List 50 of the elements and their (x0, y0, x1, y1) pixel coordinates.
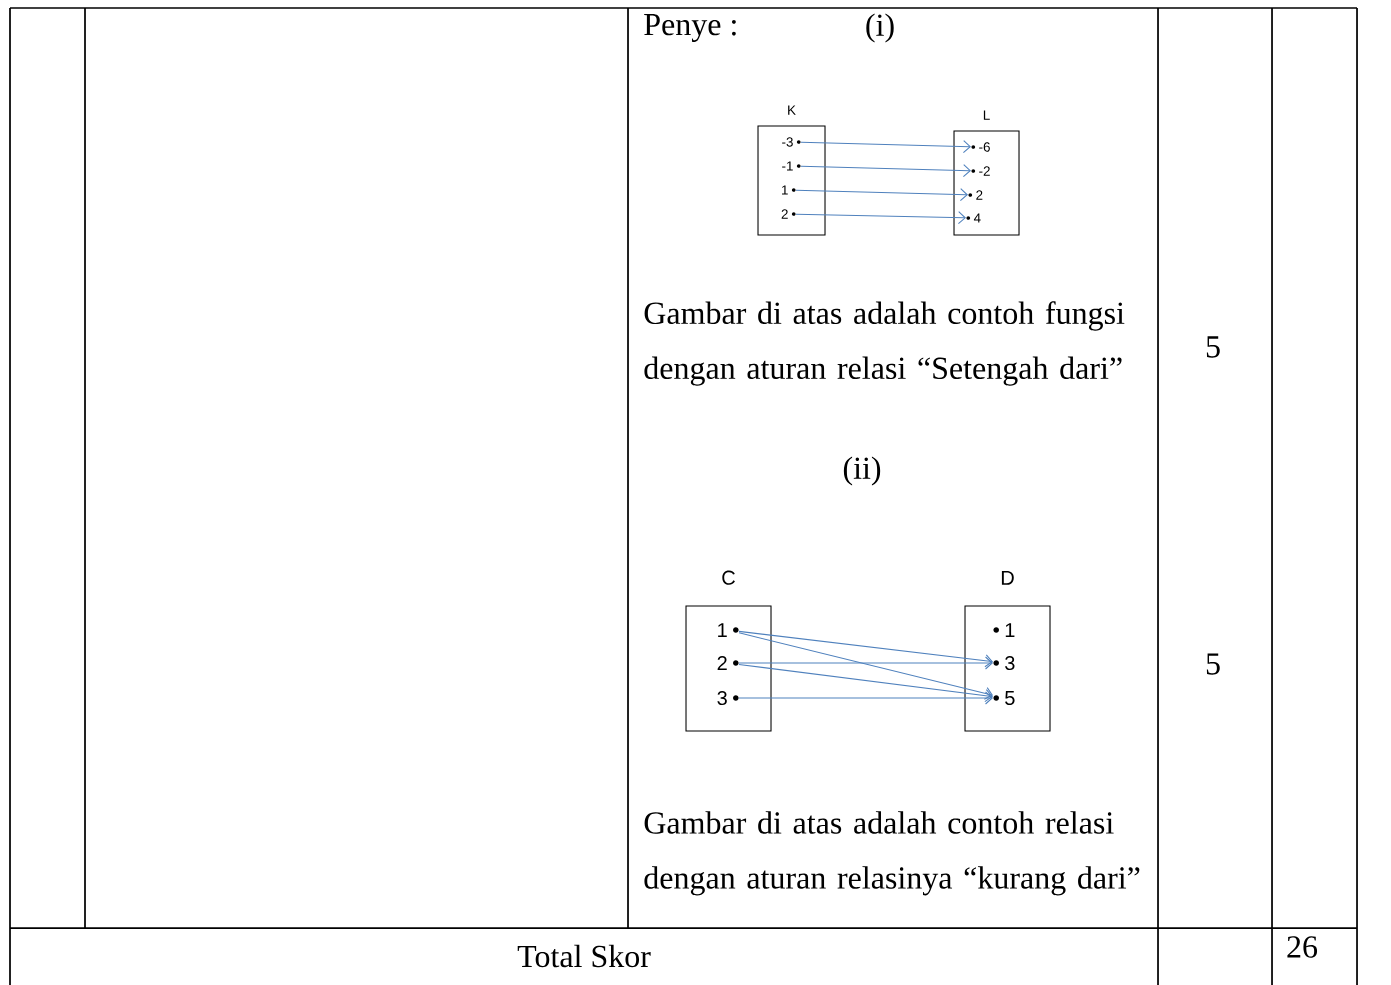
node-label: L (983, 110, 990, 120)
set-element: 3 (717, 690, 739, 706)
node-label: C (722, 570, 735, 585)
node-label: -1 (782, 161, 793, 171)
set-element: 1 (782, 185, 796, 195)
set-element: 2 (781, 209, 796, 219)
node-label: -6 (979, 142, 990, 152)
part-label: (ii) (843, 456, 881, 486)
set-element: -2 (971, 166, 990, 176)
node-label: 5 (1005, 691, 1015, 705)
answer-label: Penye : (644, 14, 736, 42)
node-label: D (1001, 571, 1014, 585)
node-label: 2 (781, 209, 788, 219)
score-text: 5 (1206, 653, 1220, 675)
node-label: 1 (718, 623, 727, 637)
arrow (738, 630, 993, 668)
arrow (800, 140, 971, 154)
explanation-text: Gambar di atas adalah contoh relasi dengan aturan relasinya “kurang dari” (644, 811, 1140, 896)
arrow (738, 691, 993, 705)
set-element: 4 (966, 213, 981, 223)
node-label: -3 (782, 137, 793, 147)
node-label: 4 (973, 213, 981, 223)
set-element: 1 (718, 623, 739, 637)
node-label: K (788, 105, 796, 115)
explanation-text: Gambar di atas adalah contoh fungsi dengan aturan relasi “Setengah dari” (644, 301, 1125, 386)
total-label: Total Skor (517, 944, 651, 968)
node-label: 3 (1005, 655, 1015, 671)
arrow (738, 656, 993, 670)
set-element: -6 (971, 142, 990, 152)
set-element: 3 (993, 655, 1015, 671)
set-element: 1 (993, 623, 1015, 637)
set-element: 5 (993, 691, 1015, 705)
set-element: 2 (717, 656, 739, 670)
arrow (738, 663, 993, 703)
node-label: 3 (717, 690, 727, 706)
node-label: -2 (979, 166, 990, 176)
part-label: (i) (866, 13, 894, 43)
set-element: -3 (782, 137, 801, 147)
node-label: 2 (717, 656, 727, 670)
score-text: 5 (1206, 336, 1220, 358)
arrow (795, 188, 968, 202)
arrow (738, 632, 993, 700)
arrow (795, 211, 967, 225)
total-score: 26 (1287, 936, 1318, 958)
arrow (800, 164, 971, 178)
node-label: 1 (782, 185, 788, 195)
node-label: 2 (976, 190, 983, 200)
node-label: 1 (1005, 623, 1015, 637)
set-element: 2 (968, 190, 983, 200)
set-element: -1 (782, 161, 801, 171)
